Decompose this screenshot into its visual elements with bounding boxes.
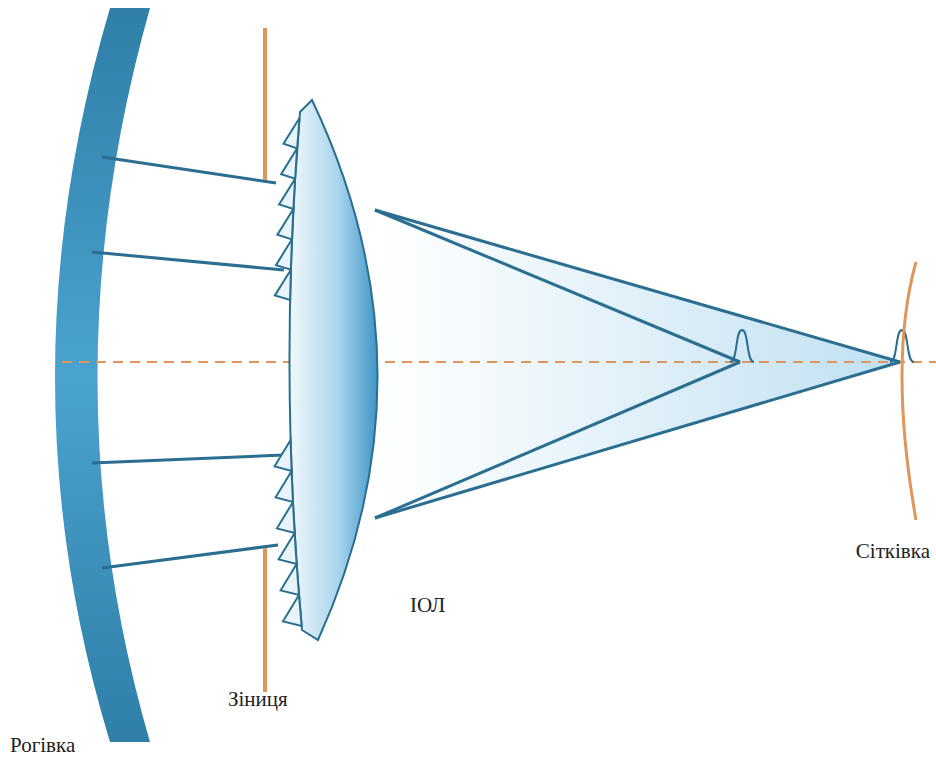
iol-label: ІОЛ [410, 594, 445, 617]
diffractive-step [275, 440, 292, 471]
diffractive-step [283, 595, 302, 626]
near-focus-peak [730, 330, 754, 362]
cornea-label: Рогівка [10, 734, 75, 757]
diffractive-step [275, 270, 291, 300]
intraocular-lens [289, 100, 377, 640]
diffractive-step [283, 118, 299, 148]
diffractive-step [277, 209, 293, 239]
diffractive-step [276, 471, 293, 502]
retina-label: Сітківка [856, 540, 930, 563]
diffractive-step [279, 533, 297, 564]
light-cone [375, 210, 900, 518]
diffractive-steps [275, 118, 302, 626]
optical-axis [62, 361, 936, 363]
diffractive-step [281, 564, 299, 595]
diffractive-step [277, 502, 295, 533]
retina [902, 262, 916, 520]
diffractive-step [276, 239, 292, 269]
pupil [263, 28, 267, 692]
incoming-rays [92, 157, 284, 568]
pupil-label: Зіниця [228, 688, 288, 711]
refracted-rays [375, 210, 900, 518]
cornea [55, 8, 150, 742]
diffractive-step [279, 179, 295, 209]
diffractive-step [281, 148, 297, 178]
